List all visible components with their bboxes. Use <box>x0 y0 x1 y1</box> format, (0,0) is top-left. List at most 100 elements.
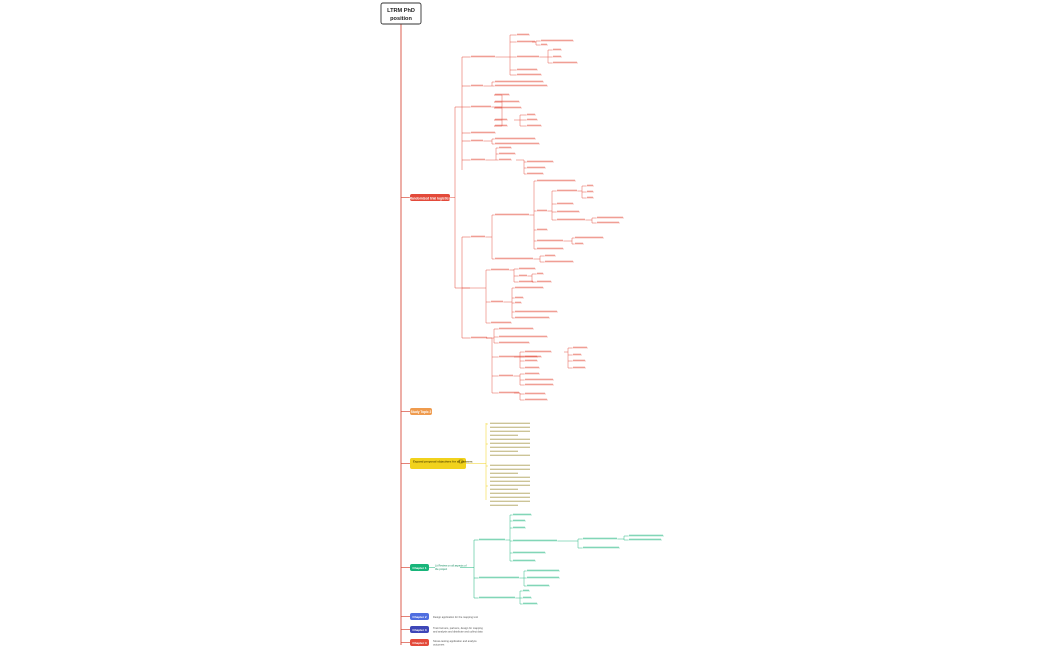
leaf-label <box>471 336 487 338</box>
leaf-label <box>499 391 519 393</box>
leaf-label <box>525 398 547 400</box>
leaf-label <box>519 280 533 282</box>
leaf-label <box>499 146 511 148</box>
leaf-label <box>527 576 559 578</box>
topic-label: Study Topic 2 <box>411 410 432 414</box>
leaf-label <box>629 534 663 536</box>
leaf-label <box>495 80 543 82</box>
topic-expand-proposal-objectives[interactable]: Expand proposal objectives for all partn… <box>410 458 473 469</box>
leaf-label <box>471 158 485 160</box>
chapter-4-note-line2: outcomes <box>433 642 445 646</box>
leaf-label <box>491 300 503 302</box>
topic-chapter-4[interactable]: Chapter 4 <box>410 639 429 646</box>
topic-chapter-2[interactable]: Chapter 2 <box>410 613 429 620</box>
leaf-label <box>553 48 561 50</box>
topic-label: Chapter 4 <box>412 641 427 645</box>
leaf-label <box>490 450 518 452</box>
leaf-label <box>553 61 577 63</box>
leaf-label <box>527 584 549 586</box>
leaf-label <box>499 335 547 337</box>
leaf-label <box>513 551 545 553</box>
leaf-label <box>513 539 557 541</box>
leaf-label <box>541 43 547 45</box>
leaf-label <box>490 504 518 506</box>
leaf-label <box>513 519 525 521</box>
leaf-label <box>490 484 530 486</box>
topic-chapter-1[interactable]: Chapter 1 <box>410 564 429 571</box>
leaf-label <box>525 378 553 380</box>
leaf-label <box>573 366 585 368</box>
leaf-label <box>573 359 585 361</box>
leaf-label <box>575 242 583 244</box>
leaf-label <box>517 68 537 70</box>
leaf-label <box>537 228 547 230</box>
leaf-label <box>495 93 509 95</box>
leaf-label <box>537 280 551 282</box>
leaf-label <box>490 430 530 432</box>
leaf-label <box>490 476 530 478</box>
root-node[interactable]: LTRM PhD position <box>380 2 422 25</box>
leaf-label <box>575 236 603 238</box>
leaf-label <box>525 383 553 385</box>
leaf-label <box>515 301 521 303</box>
topic-label: Chapter 1 <box>412 566 427 570</box>
leaf-label <box>527 166 545 168</box>
leaf-label <box>490 442 530 444</box>
leaf-label <box>557 202 573 204</box>
leaf-label <box>527 569 559 571</box>
topic-chapter-3[interactable]: Chapter 3 <box>410 626 429 633</box>
leaf-label <box>499 327 533 329</box>
leaf-label <box>490 472 518 474</box>
leaf-label <box>471 139 483 141</box>
leaf-label <box>495 106 521 108</box>
topic-label: Expand proposal objectives for all partn… <box>413 460 473 464</box>
leaf-label <box>525 372 539 374</box>
leaf-label <box>495 118 507 120</box>
leaf-label <box>490 446 530 448</box>
leaf-node-texts <box>471 33 663 604</box>
leaf-label <box>545 260 573 262</box>
leaf-label <box>499 158 511 160</box>
topic-randomized-trial-logistics[interactable]: Randomized trial logistics <box>410 194 451 201</box>
leaf-label <box>525 366 539 368</box>
leaf-label <box>553 55 561 57</box>
leaf-label <box>523 589 529 591</box>
root-title-line2: position <box>390 16 412 22</box>
connector-lines <box>400 24 664 645</box>
leaf-label <box>597 216 623 218</box>
leaf-label <box>515 310 557 312</box>
root-title-line1: LTRM PhD <box>387 8 415 14</box>
leaf-label <box>490 500 530 502</box>
leaf-label <box>471 105 491 107</box>
leaf-label <box>587 196 593 198</box>
leaf-label <box>583 546 619 548</box>
topic-study-topic-2[interactable]: Study Topic 2 <box>410 408 432 415</box>
leaf-label <box>583 537 617 539</box>
chapter-1-note-line2: the project <box>435 567 447 571</box>
leaf-label <box>495 124 507 126</box>
chapter-2-note: Design application for the mapping tool <box>433 615 478 619</box>
leaf-label <box>471 131 495 133</box>
leaf-label <box>499 374 513 376</box>
leaf-label <box>490 464 530 466</box>
leaf-label <box>513 559 535 561</box>
leaf-label <box>471 235 485 237</box>
leaf-label <box>525 359 537 361</box>
leaf-label <box>527 113 535 115</box>
leaf-label <box>513 513 531 515</box>
leaf-label <box>499 355 541 357</box>
leaf-label <box>490 496 530 498</box>
note-icon <box>458 459 464 464</box>
chapter-3-note-line1: Train farmers, partners, design for mapp… <box>433 626 483 630</box>
leaf-label <box>517 73 541 75</box>
leaf-label <box>527 118 537 120</box>
leaf-label <box>573 353 581 355</box>
leaf-label <box>519 274 527 276</box>
leaf-label <box>513 526 525 528</box>
leaf-label <box>490 422 530 424</box>
chapter-4-note-line1: Stress-testing application and analyze <box>433 639 477 643</box>
leaf-label <box>515 296 523 298</box>
leaf-label <box>499 152 515 154</box>
leaf-label <box>495 142 539 144</box>
